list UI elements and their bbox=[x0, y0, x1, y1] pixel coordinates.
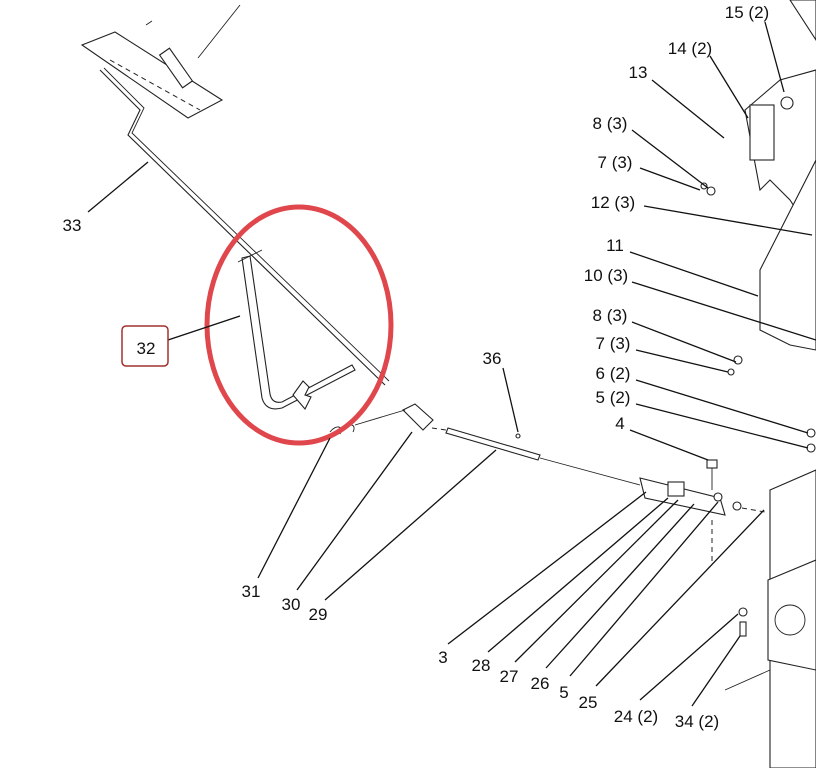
label-part-6[interactable]: 6 (2) bbox=[596, 364, 631, 383]
label-part-8-bottom[interactable]: 8 (3) bbox=[593, 306, 628, 325]
callout-box-32 bbox=[121, 325, 169, 367]
label-part-13[interactable]: 13 bbox=[629, 63, 648, 82]
label-part-34[interactable]: 34 (2) bbox=[675, 712, 719, 731]
label-part-30[interactable]: 30 bbox=[282, 595, 301, 614]
label-part-15[interactable]: 15 (2) bbox=[725, 3, 769, 22]
label-part-5-bottom[interactable]: 5 bbox=[559, 683, 568, 702]
label-part-29[interactable]: 29 bbox=[309, 605, 328, 624]
leader-lines bbox=[87, 21, 816, 707]
label-part-31[interactable]: 31 bbox=[242, 582, 261, 601]
label-part-12[interactable]: 12 (3) bbox=[591, 193, 635, 212]
label-part-14[interactable]: 14 (2) bbox=[668, 39, 712, 58]
label-part-25[interactable]: 25 bbox=[579, 693, 598, 712]
bracket-32 bbox=[237, 249, 356, 410]
linkage bbox=[329, 403, 641, 486]
label-part-36[interactable]: 36 bbox=[483, 349, 502, 368]
highlight-circle bbox=[204, 204, 394, 446]
label-part-5-top[interactable]: 5 (2) bbox=[596, 388, 631, 407]
label-part-7-top[interactable]: 7 (3) bbox=[598, 153, 633, 172]
label-part-24[interactable]: 24 (2) bbox=[614, 707, 658, 726]
label-part-7-bottom[interactable]: 7 (3) bbox=[596, 334, 631, 353]
rod-33 bbox=[99, 67, 390, 386]
label-part-26[interactable]: 26 bbox=[531, 674, 550, 693]
label-part-3[interactable]: 3 bbox=[438, 648, 447, 667]
chute-assembly bbox=[700, 0, 816, 768]
label-part-10[interactable]: 10 (3) bbox=[584, 266, 628, 285]
bracket-assembly-3 bbox=[639, 459, 766, 516]
label-part-11[interactable]: 11 bbox=[606, 236, 624, 255]
label-part-33[interactable]: 33 bbox=[63, 216, 82, 235]
label-part-4[interactable]: 4 bbox=[615, 414, 624, 433]
label-part-32[interactable]: 32 bbox=[137, 339, 156, 358]
label-part-27[interactable]: 27 bbox=[500, 667, 519, 686]
label-part-28[interactable]: 28 bbox=[472, 656, 491, 675]
label-part-8-top[interactable]: 8 (3) bbox=[593, 114, 628, 133]
handle-plate bbox=[80, 4, 241, 119]
